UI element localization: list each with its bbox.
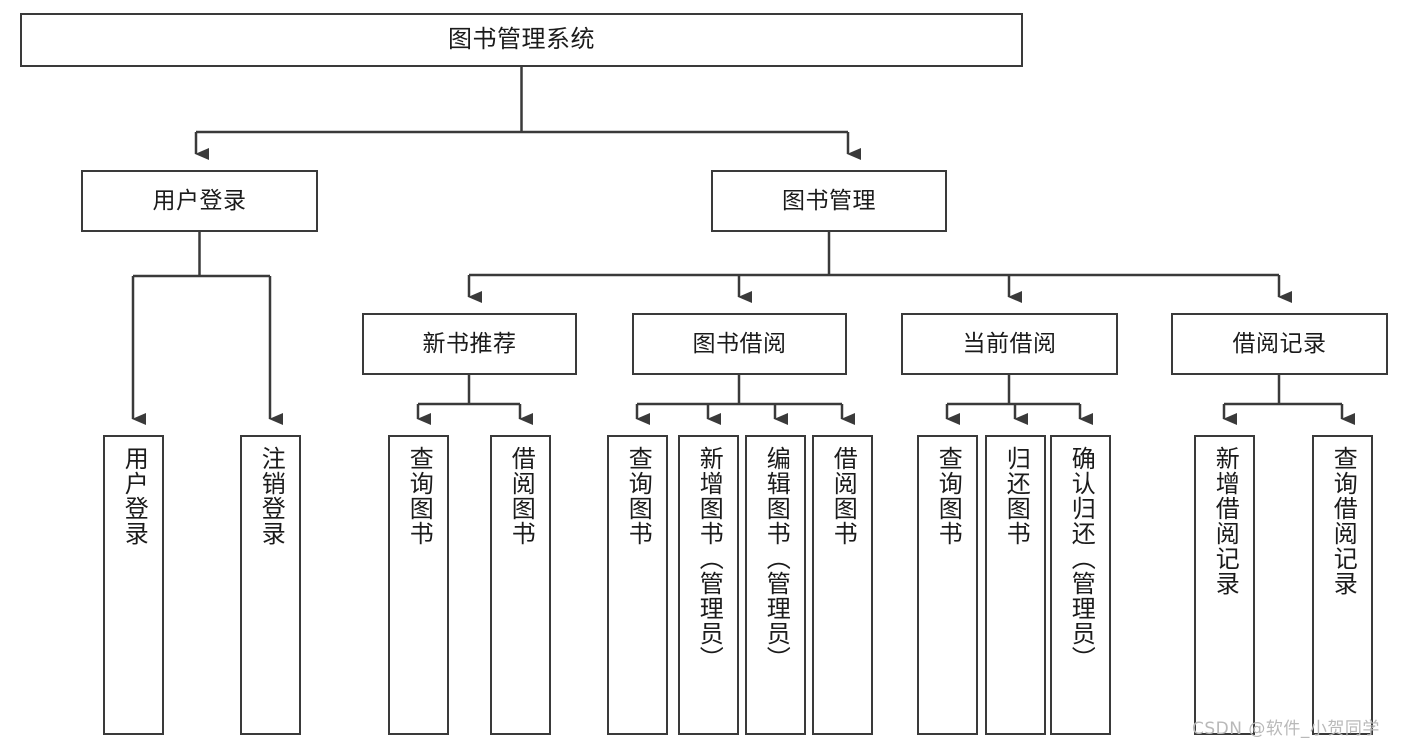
leaf-user-login-label: 用户登录 <box>120 446 149 546</box>
leaf-add-book-label: 新增图书（管理员） <box>695 446 724 671</box>
node-book-manage[interactable]: 图书管理 <box>711 170 947 232</box>
leaf-logout-label: 注销登录 <box>257 446 286 546</box>
leaf-query-book-1-label: 查询图书 <box>405 446 434 546</box>
node-book-borrow[interactable]: 图书借阅 <box>632 313 847 375</box>
leaf-borrow-book-2[interactable]: 借阅图书 <box>812 435 873 735</box>
leaf-query-book-1[interactable]: 查询图书 <box>388 435 449 735</box>
node-borrow-record-label: 借阅记录 <box>1232 330 1327 357</box>
node-borrow-record[interactable]: 借阅记录 <box>1171 313 1388 375</box>
leaf-query-book-2-label: 查询图书 <box>624 446 653 546</box>
leaf-borrow-book-2-label: 借阅图书 <box>829 446 858 546</box>
csdn-watermark: CSDN @软件_小贺同学 <box>1192 719 1380 739</box>
leaf-query-book-3[interactable]: 查询图书 <box>917 435 978 735</box>
node-book-manage-label: 图书管理 <box>782 187 876 214</box>
leaf-confirm-return-label: 确认归还（管理员） <box>1067 446 1096 671</box>
node-current-borrow-label: 当前借阅 <box>962 330 1057 357</box>
leaf-edit-book[interactable]: 编辑图书（管理员） <box>745 435 806 735</box>
leaf-add-record-label: 新增借阅记录 <box>1211 446 1240 596</box>
leaf-return-book[interactable]: 归还图书 <box>985 435 1046 735</box>
node-current-borrow[interactable]: 当前借阅 <box>901 313 1118 375</box>
leaf-confirm-return[interactable]: 确认归还（管理员） <box>1050 435 1111 735</box>
leaf-add-book[interactable]: 新增图书（管理员） <box>678 435 739 735</box>
node-root-label: 图书管理系统 <box>448 25 595 54</box>
leaf-edit-book-label: 编辑图书（管理员） <box>762 446 791 671</box>
node-root[interactable]: 图书管理系统 <box>20 13 1023 67</box>
leaf-query-record-label: 查询借阅记录 <box>1329 446 1358 596</box>
leaf-query-record[interactable]: 查询借阅记录 <box>1312 435 1373 735</box>
leaf-borrow-book-1[interactable]: 借阅图书 <box>490 435 551 735</box>
leaf-query-book-2[interactable]: 查询图书 <box>607 435 668 735</box>
node-user-login-label: 用户登录 <box>152 187 247 214</box>
leaf-return-book-label: 归还图书 <box>1002 446 1031 546</box>
node-new-book-rec-label: 新书推荐 <box>422 330 517 357</box>
leaf-borrow-book-1-label: 借阅图书 <box>507 446 536 546</box>
leaf-add-record[interactable]: 新增借阅记录 <box>1194 435 1255 735</box>
node-user-login[interactable]: 用户登录 <box>81 170 318 232</box>
node-book-borrow-label: 图书借阅 <box>692 330 787 357</box>
node-new-book-rec[interactable]: 新书推荐 <box>362 313 577 375</box>
leaf-logout[interactable]: 注销登录 <box>240 435 301 735</box>
leaf-user-login[interactable]: 用户登录 <box>103 435 164 735</box>
leaf-query-book-3-label: 查询图书 <box>934 446 963 546</box>
